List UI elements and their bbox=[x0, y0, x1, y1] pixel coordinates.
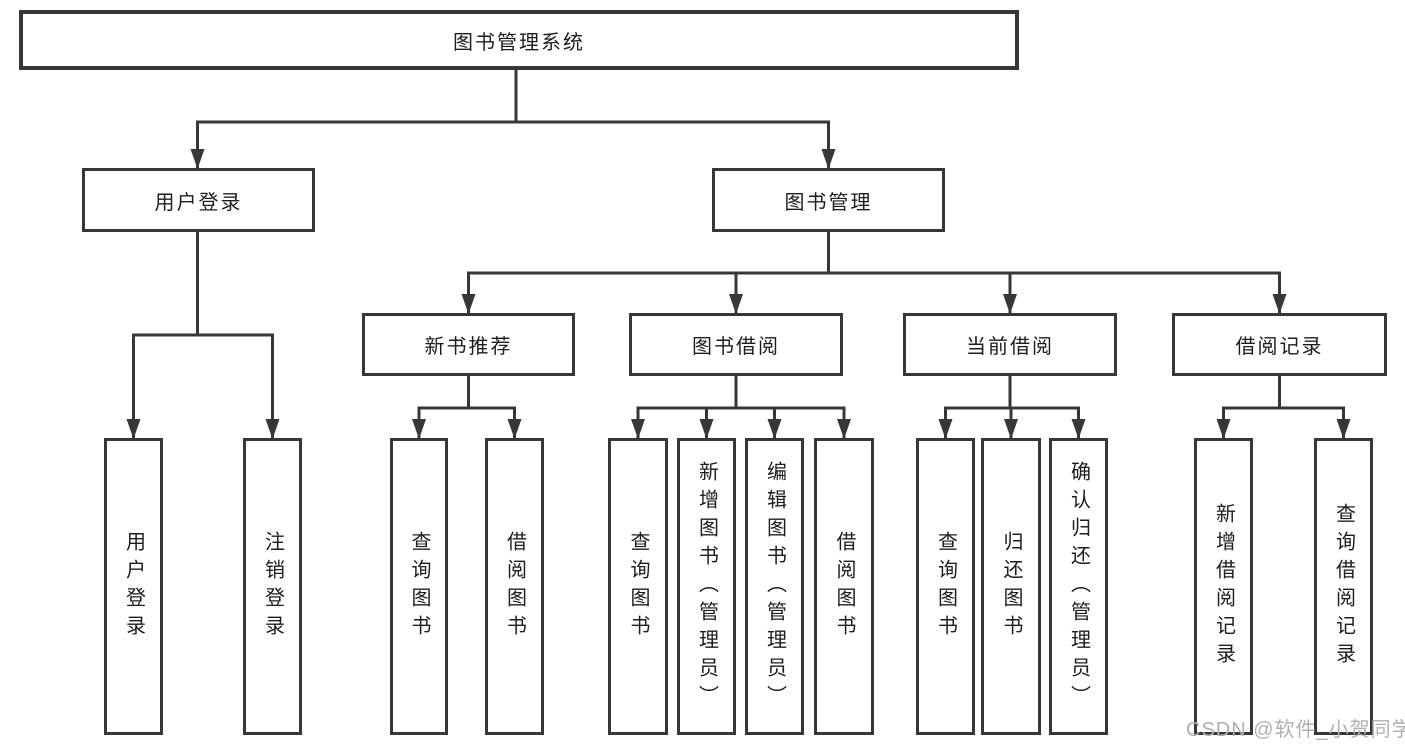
node-logout-login-label: 注销登录 bbox=[261, 530, 284, 643]
csdn-watermark: CSDN @软件_小贺同学 bbox=[1186, 719, 1405, 741]
node-br-add-record: 新增借阅记录 bbox=[1194, 438, 1253, 735]
node-bb-add-books: 新增图书（管理员） bbox=[677, 438, 736, 735]
node-cb-query-books: 查询图书 bbox=[916, 438, 975, 735]
node-root: 图书管理系统 bbox=[19, 10, 1019, 70]
node-user-login: 用户登录 bbox=[104, 438, 163, 735]
node-book-management-label: 图书管理 bbox=[784, 191, 873, 214]
node-bb-edit-books-label: 编辑图书（管理员） bbox=[763, 460, 786, 713]
node-borrow-records-label: 借阅记录 bbox=[1235, 336, 1324, 358]
node-user-login-branch-label: 用户登录 bbox=[154, 191, 243, 214]
node-book-borrowing-label: 图书借阅 bbox=[692, 336, 780, 358]
node-root-label: 图书管理系统 bbox=[453, 31, 585, 54]
node-bb-borrow-books: 借阅图书 bbox=[814, 438, 874, 735]
node-br-add-record-label: 新增借阅记录 bbox=[1212, 502, 1235, 671]
node-cb-return-books: 归还图书 bbox=[981, 438, 1041, 735]
node-bb-borrow-books-label: 借阅图书 bbox=[833, 530, 855, 643]
node-book-management: 图书管理 bbox=[712, 168, 945, 232]
node-bb-query-books: 查询图书 bbox=[608, 438, 668, 735]
node-current-borrowing-label: 当前借阅 bbox=[966, 336, 1054, 358]
node-nbr-borrow-books: 借阅图书 bbox=[485, 438, 544, 735]
node-nbr-query-books: 查询图书 bbox=[390, 438, 448, 735]
node-user-login-branch: 用户登录 bbox=[82, 168, 315, 232]
node-user-login-label: 用户登录 bbox=[122, 530, 145, 643]
node-logout-login: 注销登录 bbox=[243, 438, 302, 735]
node-br-query-record: 查询借阅记录 bbox=[1314, 438, 1373, 735]
node-borrow-records: 借阅记录 bbox=[1172, 313, 1387, 376]
node-bb-query-books-label: 查询图书 bbox=[627, 530, 649, 643]
node-bb-add-books-label: 新增图书（管理员） bbox=[695, 460, 718, 713]
node-cb-query-books-label: 查询图书 bbox=[934, 530, 957, 643]
node-new-book-recommend: 新书推荐 bbox=[362, 313, 575, 376]
node-current-borrowing: 当前借阅 bbox=[903, 313, 1117, 376]
node-nbr-borrow-books-label: 借阅图书 bbox=[503, 530, 526, 643]
node-cb-confirm-return-label: 确认归还（管理员） bbox=[1067, 460, 1090, 713]
node-bb-edit-books: 编辑图书（管理员） bbox=[745, 438, 804, 735]
node-cb-return-books-label: 归还图书 bbox=[1000, 530, 1022, 643]
node-book-borrowing: 图书借阅 bbox=[629, 313, 843, 376]
node-br-query-record-label: 查询借阅记录 bbox=[1332, 502, 1355, 671]
node-new-book-recommend-label: 新书推荐 bbox=[424, 336, 513, 358]
node-cb-confirm-return: 确认归还（管理员） bbox=[1049, 438, 1108, 735]
node-nbr-query-books-label: 查询图书 bbox=[408, 530, 430, 643]
